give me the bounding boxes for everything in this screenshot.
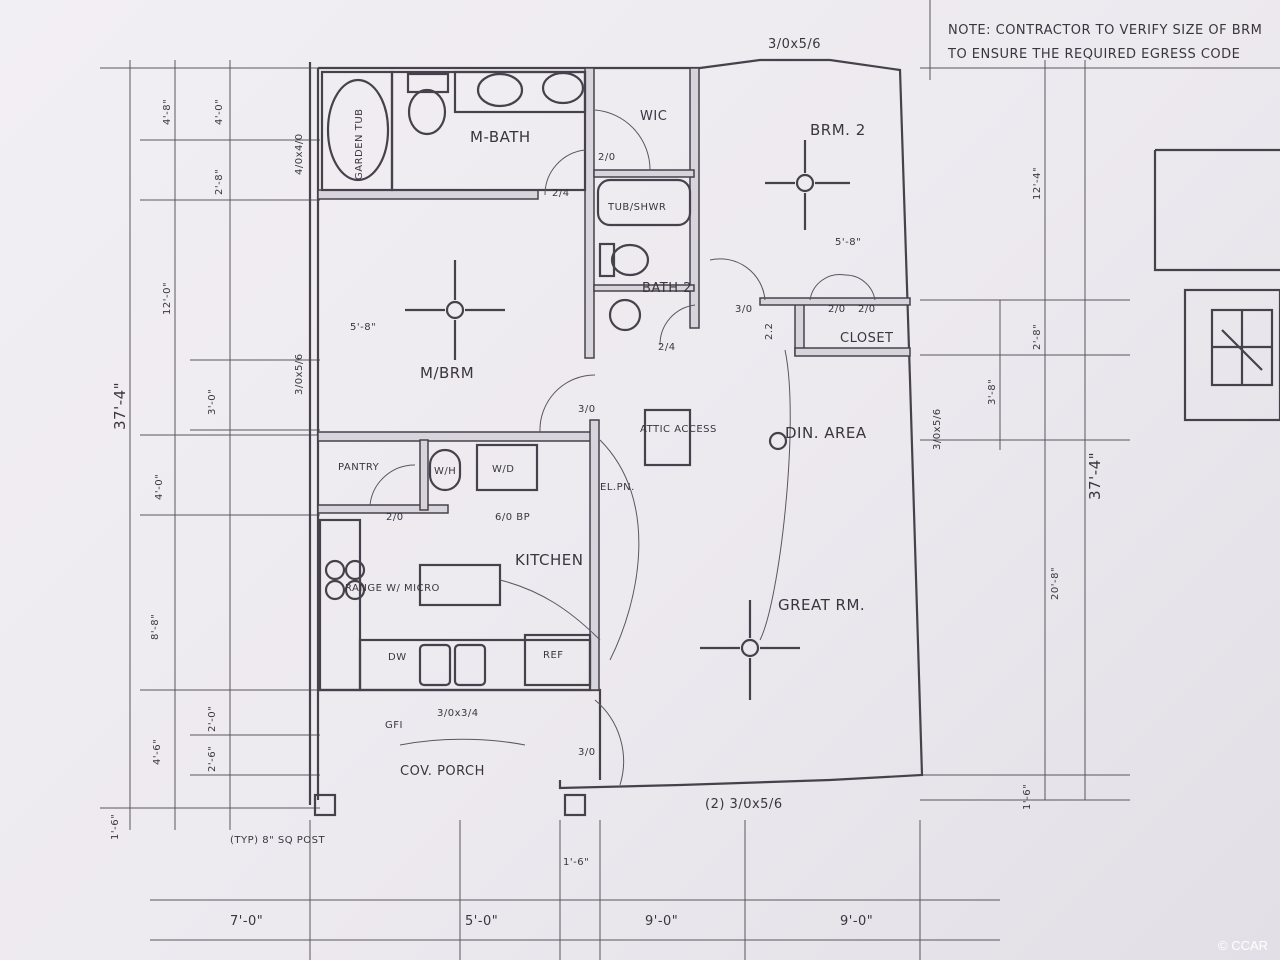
label-dishwasher: DW bbox=[388, 652, 407, 663]
door-swings bbox=[369, 109, 876, 786]
ceiling-fan-icon bbox=[405, 140, 850, 700]
room-label-m-brm: M/BRM bbox=[420, 364, 474, 382]
door-label-brm2: 3/0 bbox=[735, 304, 753, 315]
dim-bottom-5: 1'-6" bbox=[563, 857, 589, 868]
room-label-bath2: BATH 2 bbox=[642, 281, 692, 296]
dim-left-b4: 2'-0" bbox=[207, 706, 218, 732]
window-label-kitchen: 3/0x3/4 bbox=[437, 708, 479, 719]
post-label: (TYP) 8" SQ POST bbox=[230, 835, 326, 846]
room-label-kitchen: KITCHEN bbox=[515, 551, 584, 569]
dim-brm2-width: 5'-8" bbox=[835, 237, 861, 248]
room-label-garden-tub: GARDEN TUB bbox=[354, 108, 365, 180]
door-label-bath2: 2/4 bbox=[658, 342, 676, 353]
dim-right-3: 3'-8" bbox=[987, 379, 998, 405]
window-label-front: (2) 3/0x5/6 bbox=[705, 797, 783, 812]
dim-left-b1: 4'-0" bbox=[214, 99, 225, 125]
room-label-great-rm: GREAT RM. bbox=[778, 596, 865, 614]
label-range: RANGE W/ MICRO bbox=[345, 583, 440, 594]
right-dimension-lines bbox=[920, 0, 1280, 801]
left-dimension-lines bbox=[100, 60, 320, 830]
dim-right-4: 20'-8" bbox=[1050, 567, 1061, 600]
room-label-wd: W/D bbox=[492, 464, 514, 475]
room-label-m-bath: M-BATH bbox=[470, 128, 531, 146]
bottom-dimension-lines bbox=[150, 820, 1000, 960]
door-label-mbath: 2/4 bbox=[552, 188, 570, 199]
room-label-closet: CLOSET bbox=[840, 331, 894, 346]
elevation-sketch bbox=[1153, 148, 1280, 422]
window-label-top: 3/0x5/6 bbox=[768, 37, 821, 52]
door-label-wic: 2/0 bbox=[598, 152, 616, 163]
door-label-mbrm: 3/0 bbox=[578, 404, 596, 415]
window-label-mbrm: 3/0x5/6 bbox=[294, 353, 305, 395]
watermark: © CCAR bbox=[1218, 938, 1268, 953]
dim-right-total: 37'-4" bbox=[1086, 452, 1104, 500]
dim-bottom-4: 9'-0" bbox=[840, 914, 873, 929]
dim-bottom-2: 5'-0" bbox=[465, 914, 498, 929]
dim-left-b5: 2'-6" bbox=[207, 746, 218, 772]
room-label-attic-access: ATTIC ACCESS bbox=[640, 424, 717, 435]
fixtures bbox=[324, 71, 650, 601]
door-label-closet-b: 2/0 bbox=[858, 304, 876, 315]
dim-left-5: 4'-6" bbox=[152, 739, 163, 765]
dim-left-b2: 2'-8" bbox=[214, 169, 225, 195]
door-label-closet-a: 2/0 bbox=[828, 304, 846, 315]
room-label-din-area: DIN. AREA bbox=[785, 424, 867, 442]
door-label-pantry: 2/0 bbox=[386, 512, 404, 523]
dim-left-1: 4'-8" bbox=[162, 99, 173, 125]
dim-left-3: 4'-0" bbox=[154, 474, 165, 500]
dim-mbrm-width: 5'-8" bbox=[350, 322, 376, 333]
dim-label-hall: 2.2 bbox=[764, 323, 775, 340]
window-label-din: 3/0x5/6 bbox=[932, 408, 943, 450]
contractor-note-line2: TO ENSURE THE REQUIRED EGRESS CODE bbox=[947, 47, 1240, 62]
door-label-bifold: 6/0 BP bbox=[495, 512, 530, 523]
room-label-wh: W/H bbox=[434, 466, 456, 477]
dim-left-b3: 3'-0" bbox=[207, 389, 218, 415]
dim-right-1: 12'-4" bbox=[1032, 167, 1043, 200]
label-gfi: GFI bbox=[385, 720, 403, 731]
contractor-note-line1: NOTE: CONTRACTOR TO VERIFY SIZE OF BRM bbox=[948, 23, 1262, 38]
door-label-porch: 3/0 bbox=[578, 747, 596, 758]
room-label-tub-shwr: TUB/SHWR bbox=[607, 202, 666, 213]
interior-walls bbox=[313, 67, 911, 817]
dim-right-5: 1'-6" bbox=[1022, 784, 1033, 810]
dim-left-6: 1'-6" bbox=[110, 814, 121, 840]
dim-left-total: 37'-4" bbox=[111, 382, 129, 430]
room-label-pantry: PANTRY bbox=[338, 462, 380, 473]
room-label-wic: WIC bbox=[640, 109, 667, 124]
dim-left-2: 12'-0" bbox=[162, 282, 173, 315]
room-label-cov-porch: COV. PORCH bbox=[400, 764, 485, 779]
dim-right-2: 2'-8" bbox=[1032, 324, 1043, 350]
label-electrical-panel: EL.PN. bbox=[600, 482, 635, 493]
window-label-mbath: 4/0x4/0 bbox=[294, 133, 305, 175]
dim-bottom-1: 7'-0" bbox=[230, 914, 263, 929]
dim-bottom-3: 9'-0" bbox=[645, 914, 678, 929]
dim-left-4: 8'-8" bbox=[150, 614, 161, 640]
room-label-brm2: BRM. 2 bbox=[810, 121, 866, 139]
label-refrigerator: REF bbox=[543, 650, 564, 661]
